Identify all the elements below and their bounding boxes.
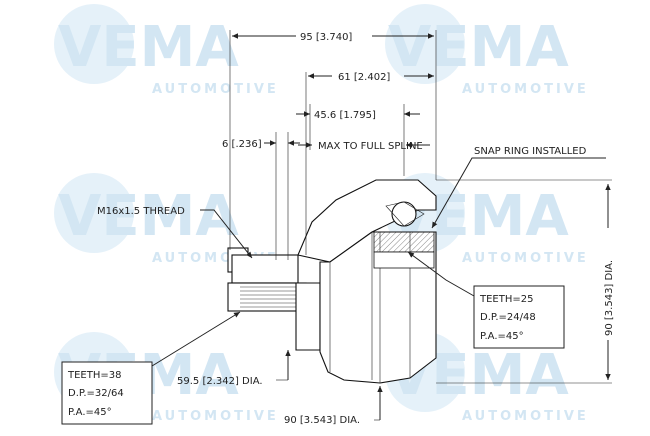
svg-text:AUTOMOTIVE: AUTOMOTIVE <box>152 409 279 424</box>
outer-pa: P.A.=45° <box>68 407 112 418</box>
inner-dp: D.P.=24/48 <box>480 312 536 323</box>
dim-max-spline: 45.6 [1.795] <box>296 104 420 176</box>
stem-neck <box>295 282 321 351</box>
svg-text:VEMA: VEMA <box>388 15 569 80</box>
vertical-diameter-label: 90 [3.543] DIA. <box>604 260 615 336</box>
snap-ring-label: SNAP RING INSTALLED <box>474 146 587 157</box>
stem-diameter-label: 59.5 [2.342] DIA. <box>177 376 263 387</box>
svg-text:VEMA: VEMA <box>58 15 239 80</box>
outer-dp: D.P.=32/64 <box>68 388 124 399</box>
inner-spline-bore <box>373 231 435 253</box>
thread-label: M16x1.5 THREAD <box>97 206 185 217</box>
max-full-spline-note: MAX TO FULL SPLINE <box>298 141 430 152</box>
dim-body-diameter: 90 [3.543] DIA. <box>284 386 383 426</box>
svg-text:AUTOMOTIVE: AUTOMOTIVE <box>462 409 589 424</box>
thread-collar <box>231 254 299 284</box>
dim-overall-length: 95 [3.740] <box>229 30 437 250</box>
cv-joint-part <box>227 179 612 384</box>
svg-text:AUTOMOTIVE: AUTOMOTIVE <box>462 82 589 97</box>
dim-thread-offset: 6 [.236] <box>222 132 300 260</box>
dim-stem-diameter: 59.5 [2.342] DIA. <box>177 350 291 387</box>
thread-callout: M16x1.5 THREAD <box>97 206 253 259</box>
outer-spline-shaft <box>227 282 307 312</box>
svg-text:VEMA: VEMA <box>58 184 239 249</box>
overall-length-label: 95 [3.740] <box>300 32 352 43</box>
body-diameter-label: 90 [3.543] DIA. <box>284 415 360 426</box>
outer-teeth: TEETH=38 <box>67 370 121 381</box>
svg-text:MAX TO FULL SPLINE: MAX TO FULL SPLINE <box>318 141 423 152</box>
snap-ring-callout: SNAP RING INSTALLED <box>431 146 606 229</box>
dim-spline-length: 61 [2.402] <box>305 72 434 255</box>
svg-text:AUTOMOTIVE: AUTOMOTIVE <box>152 82 279 97</box>
watermark-logo-top-left: VEMA AUTOMOTIVE <box>54 4 279 97</box>
outer-spline-spec: TEETH=38 D.P.=32/64 P.A.=45° <box>61 311 241 425</box>
spline-length-label: 61 [2.402] <box>338 72 390 83</box>
watermark-logo-middle-left: VEMA AUTOMOTIVE <box>54 173 276 266</box>
dim-vertical-diameter: 90 [3.543] DIA. <box>604 184 615 380</box>
snap-ring <box>391 201 417 227</box>
inner-spline-spec: TEETH=25 D.P.=24/48 P.A.=45° <box>407 251 565 349</box>
outer-spline-teeth <box>240 286 296 308</box>
svg-text:AUTOMOTIVE: AUTOMOTIVE <box>462 251 589 266</box>
watermark-logo-top-right: VEMA AUTOMOTIVE <box>385 4 589 97</box>
thread-offset-label: 6 [.236] <box>222 139 262 150</box>
inner-pa: P.A.=45° <box>480 331 524 342</box>
max-spline-label: 45.6 [1.795] <box>314 110 376 121</box>
inner-teeth: TEETH=25 <box>479 294 533 305</box>
